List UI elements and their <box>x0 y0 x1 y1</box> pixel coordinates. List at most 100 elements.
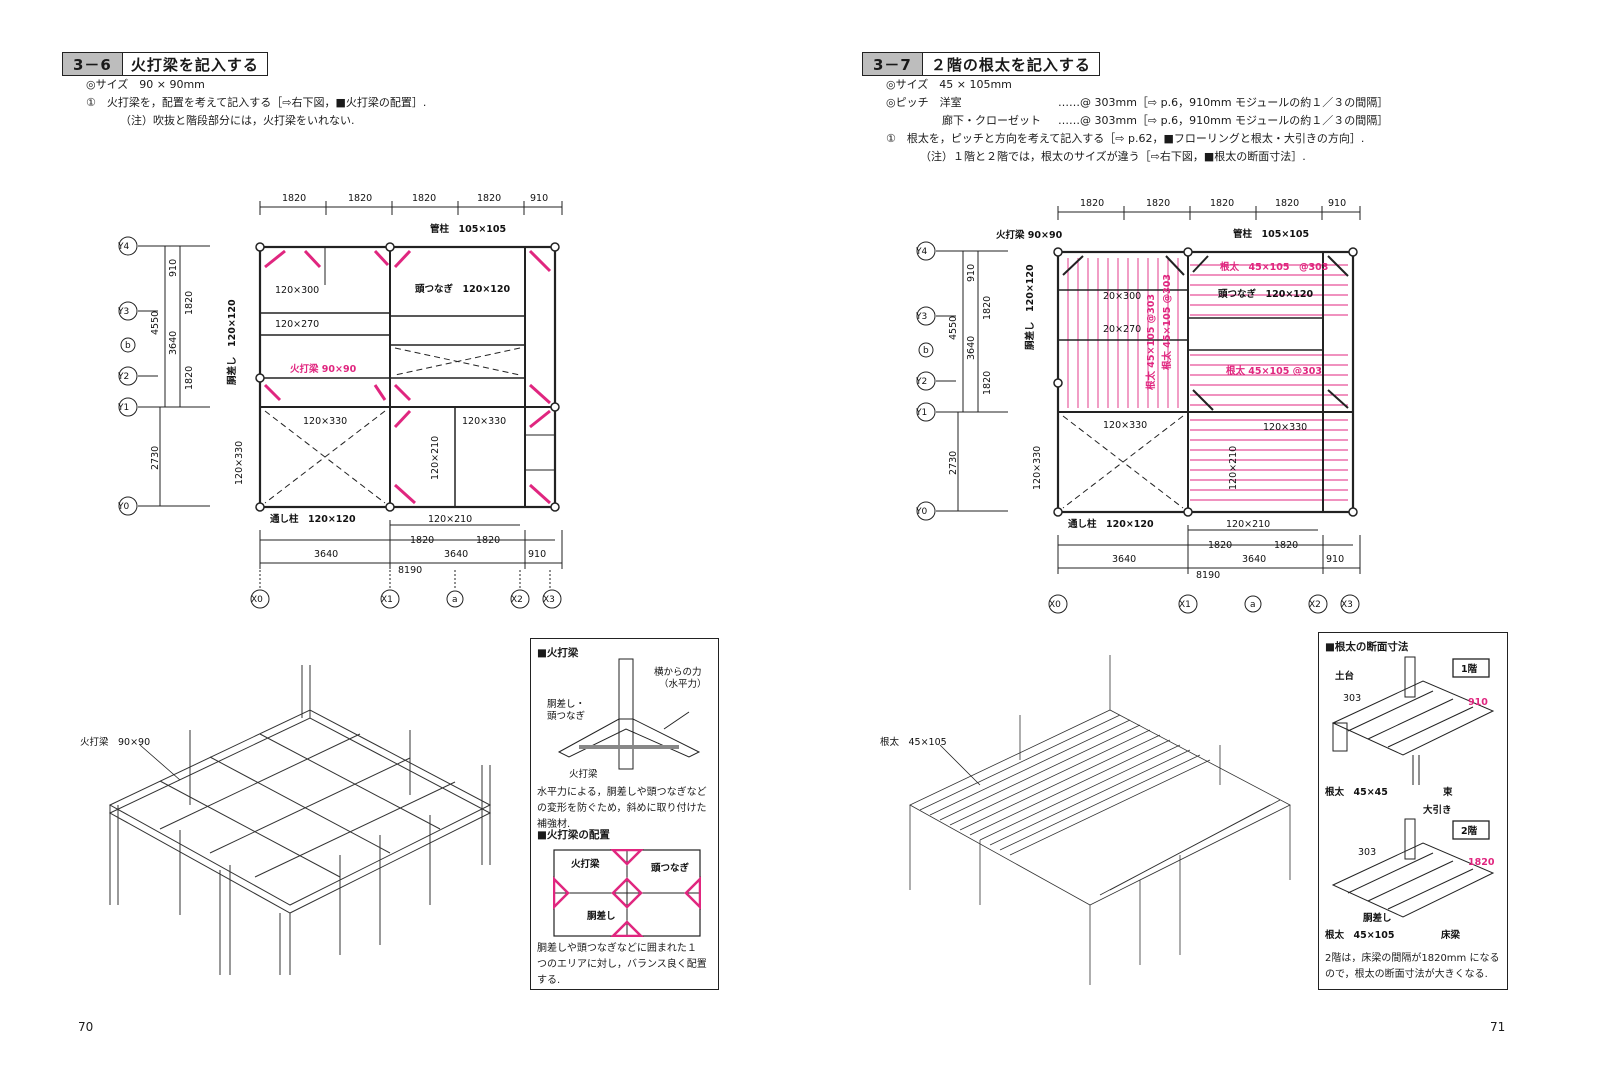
floor-plan: 1820 1820 1820 1820 910 火打梁 90×90 管柱 105… <box>915 198 1361 614</box>
top-dim-4: 1820 <box>1275 198 1299 209</box>
lbl-1820: 1820 <box>1468 857 1495 868</box>
bottom-sub-dim-2: 1820 <box>1274 540 1298 551</box>
grid-a: a <box>452 595 458 605</box>
pitch-line1-b: ……@ 303mm［⇨ p.6，910mm モジュールの約１／３の間隔］ <box>1058 96 1389 109</box>
desc1-line1: 水平力による，胴差しや頭つなぎなど <box>537 787 707 798</box>
section-title: 3－7 ２階の根太を記入する <box>862 52 1100 76</box>
label-beam3: 120×330 <box>1103 420 1147 431</box>
note-1: （注）吹抜と階段部分には，火打梁をいれない. <box>120 114 355 127</box>
bottom-dim-1: 3640 <box>1112 554 1136 565</box>
label-beam6: 120×210 <box>430 436 441 480</box>
section-title: 3－6 火打梁を記入する <box>62 52 268 76</box>
lbl-303a: 303 <box>1343 693 1361 704</box>
grid-x1: X1 <box>381 595 393 605</box>
top-dim-1: 1820 <box>1080 198 1104 209</box>
label-beam7: 120×210 <box>1226 519 1270 530</box>
note-1: （注）１階と２階では，根太のサイズが違う［⇨右下図，■根太の断面寸法］. <box>920 150 1306 163</box>
total-dim: 8190 <box>398 565 422 576</box>
label-neda1: 根太 45×105 @303 <box>1220 261 1328 273</box>
lbl-neda1: 根太 45×45 <box>1325 786 1388 798</box>
lbl-tsuka: 束 <box>1443 786 1453 798</box>
grid-x2: X2 <box>1309 600 1321 610</box>
grid-a: a <box>1250 600 1256 610</box>
label-neda2: 根太 45×105 @303 <box>1161 274 1173 370</box>
lbl-hiuchi: 火打梁 <box>569 768 598 780</box>
page-number: 71 <box>1490 1020 1506 1034</box>
label-beam4: 120×330 <box>1263 422 1307 433</box>
desc2-line2: つのエリアに対し，バランス良く配置 <box>537 959 707 970</box>
lbl-910: 910 <box>1468 697 1488 708</box>
label-dosashi: 胴差し 120×120 <box>1024 264 1036 351</box>
top-dim-3: 1820 <box>1210 198 1234 209</box>
box-desc-2: 胴差しや頭つなぎなどに囲まれた１ つのエリアに対し，バランス良く配置 する. <box>531 941 713 989</box>
grid-x1: X1 <box>1179 600 1191 610</box>
left-page: 3－6 火打梁を記入する ◎サイズ 90 × 90mm ① 火打梁を，配置を考え… <box>62 52 719 1034</box>
left-outer-dim-2: 2730 <box>150 446 161 470</box>
top-dim-2: 1820 <box>348 193 372 204</box>
label-beam1: 20×300 <box>1103 291 1141 302</box>
lbl-haichi-a: 火打梁 <box>571 858 600 870</box>
grid-y1: Y1 <box>915 408 927 418</box>
grid-y0: Y0 <box>117 502 129 512</box>
grid-y3: Y3 <box>117 307 129 317</box>
bottom-dim-3: 910 <box>528 549 546 560</box>
top-dim-5: 910 <box>1328 198 1346 209</box>
haichi-diagram: 火打梁 頭つなぎ 胴差し <box>553 849 701 937</box>
left-inner-dim-1: 910 <box>168 259 179 277</box>
left-outer-dim-2: 2730 <box>948 451 959 475</box>
label-atama: 頭つなぎ 120×120 <box>1218 288 1314 300</box>
box-desc-1: 水平力による，胴差しや頭つなぎなど の変形を防ぐため，斜めに取り付けた 補強材. <box>531 785 713 833</box>
lbl-yukabari: 床梁 <box>1441 929 1461 941</box>
grid-x3: X3 <box>1341 600 1353 610</box>
lbl-force: 横からの力 <box>654 666 702 678</box>
bottom-dim-2: 3640 <box>1242 554 1266 565</box>
grid-y2: Y2 <box>915 377 927 387</box>
label-beam2: 20×270 <box>1103 324 1141 335</box>
label-atama: 頭つなぎ 120×120 <box>415 283 511 295</box>
info-box-neda: ■根太の断面寸法 1階 2階 土台 303 910 根太 45×45 束 大引き <box>1318 632 1508 990</box>
lbl-dodai: 土台 <box>1335 670 1355 682</box>
label-beam5: 120×330 <box>234 441 245 485</box>
floor2-badge: 2階 <box>1461 825 1478 837</box>
box-title-neda: ■根太の断面寸法 <box>1325 641 1409 653</box>
iso-label: 根太 45×105 <box>880 736 947 748</box>
top-dim-5: 910 <box>530 193 548 204</box>
desc-line2: ので，根太の断面寸法が大きくなる. <box>1325 969 1488 980</box>
bottom-dim-1: 3640 <box>314 549 338 560</box>
lbl-force2: （水平力） <box>659 678 707 690</box>
lbl-atama: 頭つなぎ <box>547 710 586 722</box>
size-line: ◎サイズ 45 × 105mm <box>886 78 1012 91</box>
bottom-sub-dim-1: 1820 <box>410 535 434 546</box>
section-number: 3－7 <box>863 53 923 75</box>
top-dim-2: 1820 <box>1146 198 1170 209</box>
pitch-line2-a: 廊下・クローゼット <box>942 114 1041 127</box>
label-neda3: 根太 45×105 @303 <box>1145 294 1157 390</box>
box-desc: 2階は，床梁の間隔が1820mm になる ので，根太の断面寸法が大きくなる. <box>1319 951 1505 983</box>
desc1-line2: の変形を防ぐため，斜めに取り付けた <box>537 803 707 814</box>
step-1: ① 根太を，ピッチと方向を考えて記入する［⇨ p.62，■フローリングと根太・大… <box>886 132 1365 145</box>
floor-plan: 1820 1820 1820 1820 910 管柱 105×105 120×3… <box>117 193 563 609</box>
label-toshi: 通し柱 120×120 <box>1068 518 1154 530</box>
label-beam5: 120×330 <box>1032 446 1043 490</box>
grid-x0: X0 <box>251 595 263 605</box>
label-kudabashira: 管柱 105×105 <box>430 223 506 235</box>
left-inner-dim-2: 1820 <box>982 296 993 320</box>
box-title-hiuchi: ■火打梁 <box>537 647 579 659</box>
left-outer-dim-1: 4550 <box>150 311 161 335</box>
desc1-line3: 補強材. <box>537 819 571 830</box>
pitch-line2-b: ……@ 303mm［⇨ p.6，910mm モジュールの約１／３の間隔］ <box>1058 114 1389 127</box>
bottom-dim-3: 910 <box>1326 554 1344 565</box>
label-hiuchi: 火打梁 90×90 <box>290 363 357 375</box>
label-beam4: 120×330 <box>462 416 506 427</box>
total-dim: 8190 <box>1196 570 1220 581</box>
section-number: 3－6 <box>63 53 123 75</box>
hiuchi-diagram: 横からの力 （水平力） 胴差し・ 頭つなぎ 火打梁 <box>547 658 707 780</box>
left-inner-dim-1: 910 <box>966 264 977 282</box>
section-heading: 火打梁を記入する <box>130 55 259 74</box>
top-dim-3: 1820 <box>412 193 436 204</box>
grid-y4: Y4 <box>117 242 129 252</box>
lbl-haichi-c: 胴差し <box>586 910 616 922</box>
box-title-haichi: ■火打梁の配置 <box>537 829 610 841</box>
bottom-sub-dim-2: 1820 <box>476 535 500 546</box>
lbl-obiki: 大引き <box>1423 804 1452 816</box>
